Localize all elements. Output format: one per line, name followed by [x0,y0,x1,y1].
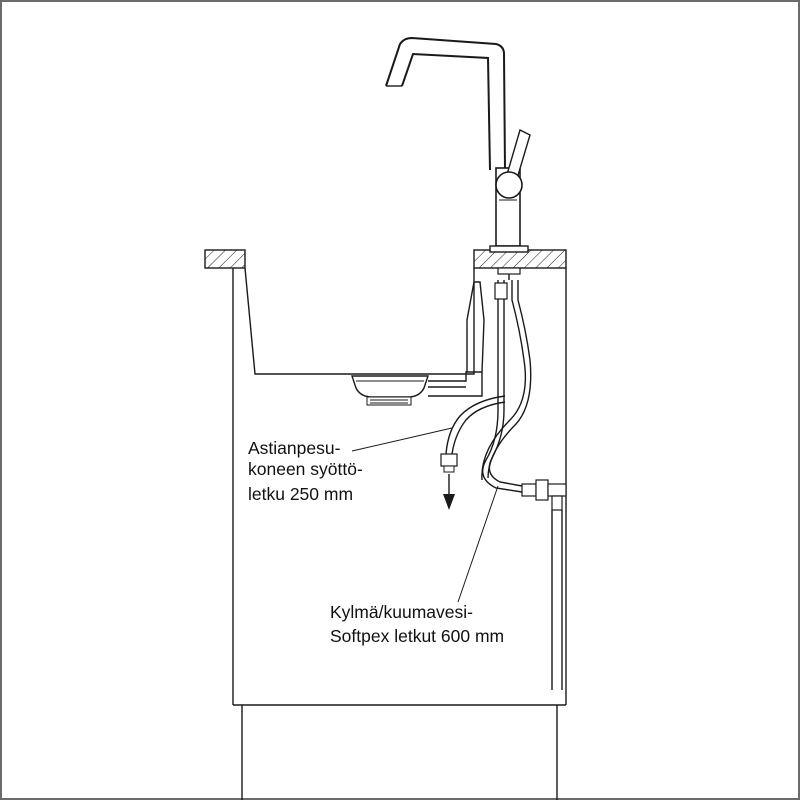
softpex-label-line-1: Kylmä/kuumavesi- [330,602,473,622]
dishwasher-feed-hose [440,395,506,473]
dishwasher-label-line-2: koneen syöttö- [248,459,363,479]
arrow-down-icon [443,474,455,510]
softpex-hose-label: Kylmä/kuumavesi- Softpex letkut 600 mm [330,602,504,646]
dishwasher-hose-label: Astianpesu- koneen syöttö- letku 250 mm [248,438,363,504]
softpex-leader-line [457,485,499,603]
countertop [204,249,567,269]
softpex-label-line-2: Softpex letkut 600 mm [330,626,504,646]
dishwasher-label-line-3: letku 250 mm [248,484,353,504]
cabinet [232,268,567,800]
kitchen-faucet-icon [385,36,531,280]
shutoff-valve [521,478,567,690]
sink-basin-icon [244,267,485,406]
softpex-hoses [481,280,532,493]
dishwasher-leader-line [351,427,453,452]
dishwasher-label-line-1: Astianpesu- [248,438,341,458]
